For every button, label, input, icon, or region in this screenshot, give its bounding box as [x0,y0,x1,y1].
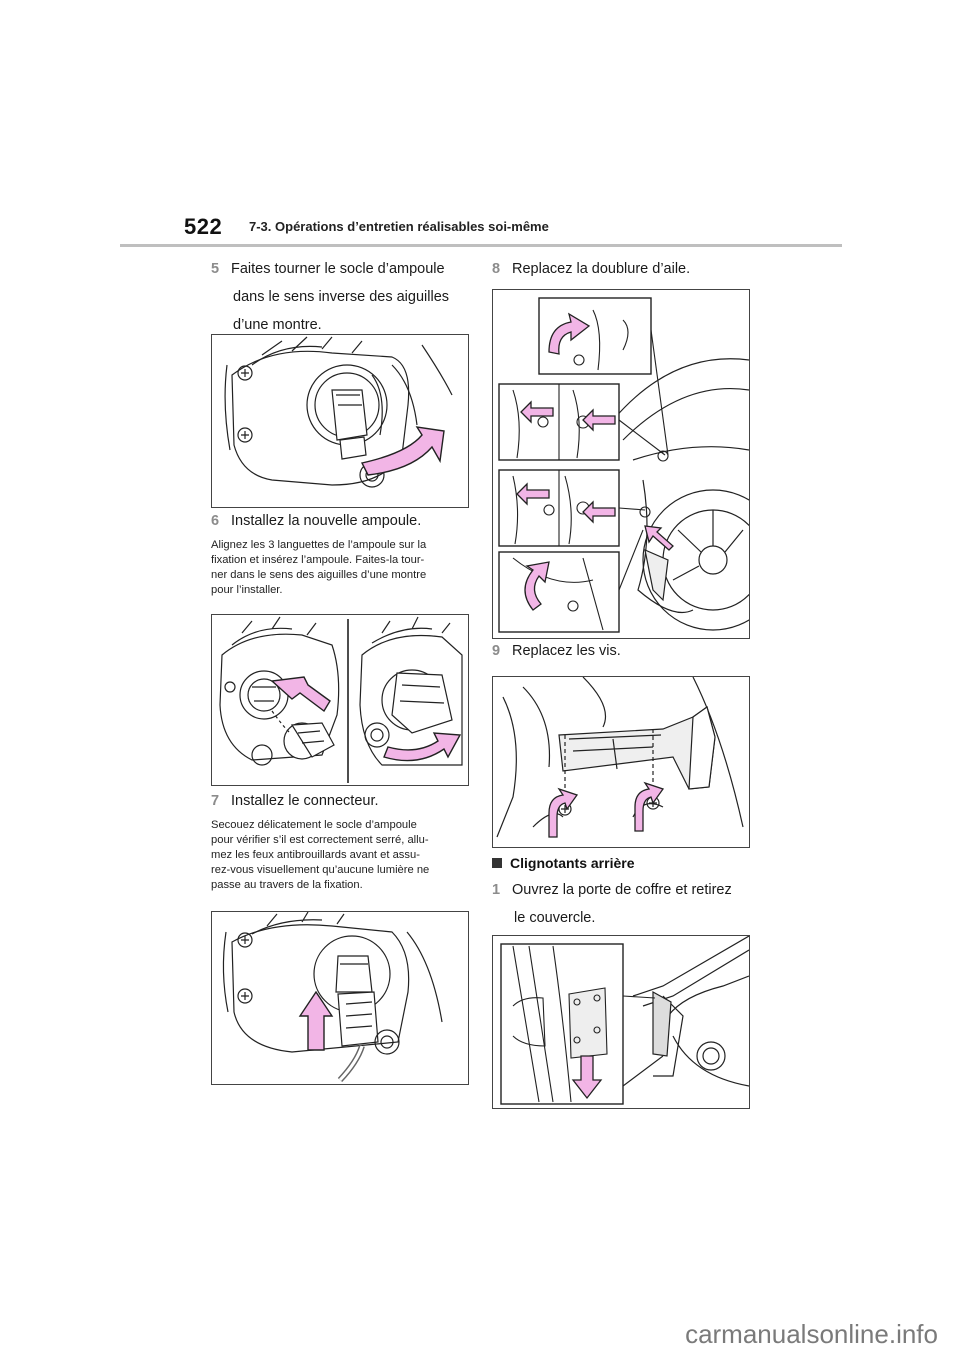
figure-install-connector [211,911,469,1085]
left-arrow-icon [516,482,550,506]
step-number: 9 [492,643,501,659]
screw-arrow-icon [548,787,579,838]
push-arrow-icon [644,525,674,551]
watermark: carmanualsonline.info [685,1319,938,1349]
figure-replace-fender-liner [492,289,750,639]
step-text: Installez le connecteur. [231,793,379,809]
left-arrow-icon [582,500,616,524]
step-text: d’une montre. [233,317,322,333]
step-number: 8 [492,261,501,277]
screw-arrow-icon [634,781,665,832]
square-bullet-icon [492,858,502,868]
curved-arrow-icon [548,312,591,355]
note-line: fixation et insérez l’ampoule. Faites-la… [211,554,425,566]
down-arrow-icon [571,1055,603,1100]
section-title: 7-3. Opérations d’entretien réalisables … [249,219,549,234]
curved-arrow-icon [524,561,550,611]
subheading-rear-turn-signals: Clignotants arrière [492,855,634,871]
figure-replace-screws [492,676,750,848]
figure-rotate-bulb-socket [211,334,469,508]
rotate-arrow-icon [360,426,445,476]
left-arrow-icon [582,408,616,432]
insert-arrow-icon [270,676,331,713]
note-line: ner dans le sens des aiguilles d’une mon… [211,569,427,581]
rotate-arrow-icon [383,732,462,762]
page-number: 522 [184,214,223,239]
step-text: le couvercle. [514,910,596,926]
figure-remove-cover [492,935,750,1109]
step-number: 1 [492,882,501,898]
note-line: rez-vous visuellement qu’aucune lumière … [211,864,430,876]
note-line: pour vérifier s’il est correctement serr… [211,834,429,846]
note-line: mez les feux antibrouillards avant et as… [211,849,420,861]
figure-install-new-bulb [211,614,469,786]
subheading-text: Clignotants arrière [510,855,635,871]
step-number: 6 [211,513,220,529]
step-text: dans le sens inverse des aiguilles [233,289,450,305]
step-text: Faites tourner le socle d’ampoule [231,261,445,277]
step-text: Replacez la doublure d’aile. [512,261,691,277]
step-number: 5 [211,261,220,277]
left-arrow-icon [520,400,554,424]
push-up-arrow-icon [298,990,334,1051]
header-rule [120,244,842,247]
note-line: passe au travers de la fixation. [211,879,363,891]
step-text: Ouvrez la porte de coffre et retirez [512,882,732,898]
step-text: Replacez les vis. [512,643,621,659]
note-line: Secouez délicatement le socle d’ampoule [211,819,417,831]
step-number: 7 [211,793,220,809]
step-text: Installez la nouvelle ampoule. [231,513,422,529]
note-line: pour l’installer. [211,584,283,596]
note-line: Alignez les 3 languettes de l’ampoule su… [211,539,427,551]
